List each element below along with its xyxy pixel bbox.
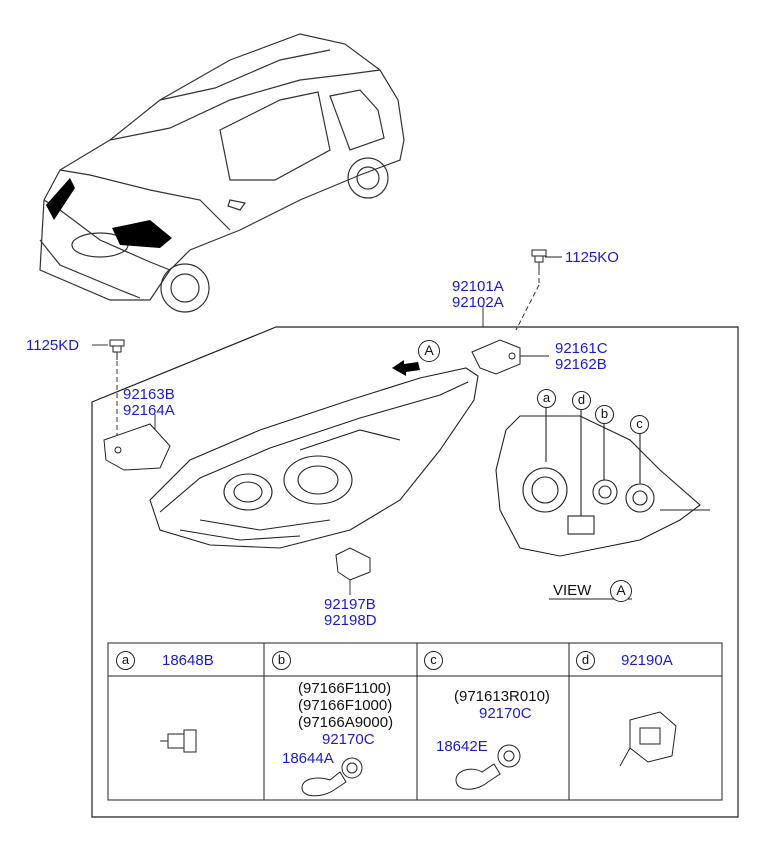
- table-note-b-2: (97166F1000): [298, 697, 393, 714]
- label-screw-left: 1125KD: [26, 337, 80, 354]
- table-sub-b-2: 18644A: [282, 750, 334, 767]
- view-marker: A: [610, 580, 632, 602]
- rear-marker-a: a: [537, 389, 556, 408]
- label-headlamp-r: 92102A: [452, 294, 504, 311]
- label-bracket-top-r: 92162B: [555, 356, 607, 373]
- table-note-b-1: (97166F1100): [298, 680, 392, 697]
- parts-table-grid: [107, 642, 723, 801]
- bulb-c-icon: [455, 744, 521, 790]
- label-headlamp-l: 92101A: [452, 278, 504, 295]
- screw-icon-left: [109, 339, 125, 360]
- main-frame: [91, 326, 739, 818]
- table-sub-b-1: 92170C: [322, 731, 375, 748]
- table-key-d: d: [576, 651, 595, 670]
- table-sub-c-2: 18642E: [436, 738, 488, 755]
- label-bracket-bottom-r: 92198D: [324, 612, 377, 629]
- table-key-c: c: [424, 651, 443, 670]
- table-note-b-3: (97166A9000): [298, 714, 394, 731]
- table-part-a: 18648B: [162, 652, 214, 669]
- table-key-b: b: [272, 651, 291, 670]
- label-bracket-bottom-l: 92197B: [324, 596, 376, 613]
- label-bracket-left-r: 92164A: [123, 402, 175, 419]
- rear-marker-c: c: [630, 415, 649, 434]
- bulb-a-icon: [160, 729, 197, 753]
- table-key-a: a: [116, 651, 135, 670]
- bracket-left-icon: [103, 423, 171, 471]
- rear-marker-b: b: [595, 405, 614, 424]
- marker-a-arrow: A: [418, 340, 440, 362]
- car-outline-icon: [39, 33, 405, 313]
- table-note-c-1: (971613R010): [454, 688, 550, 705]
- actuator-d-icon: [619, 711, 677, 767]
- screw-icon-top: [531, 249, 547, 270]
- bracket-bottom-icon: [335, 547, 371, 581]
- car-headlamp-right-icon: [112, 220, 172, 248]
- table-part-d: 92190A: [621, 652, 673, 669]
- rear-marker-d: d: [572, 391, 591, 410]
- label-screw-top: 1125KO: [565, 249, 619, 266]
- label-bracket-left-l: 92163B: [123, 386, 175, 403]
- car-headlamp-left-icon: [46, 178, 75, 220]
- bracket-top-icon: [471, 339, 521, 375]
- view-label: VIEW: [553, 582, 592, 599]
- headlamp-rear-view-icon: [495, 400, 710, 557]
- headlamp-assembly-icon: [149, 367, 479, 549]
- view-arrow-icon: [392, 360, 420, 376]
- bulb-b-icon: [301, 757, 363, 797]
- table-sub-c-1: 92170C: [479, 705, 532, 722]
- label-bracket-top-l: 92161C: [555, 340, 608, 357]
